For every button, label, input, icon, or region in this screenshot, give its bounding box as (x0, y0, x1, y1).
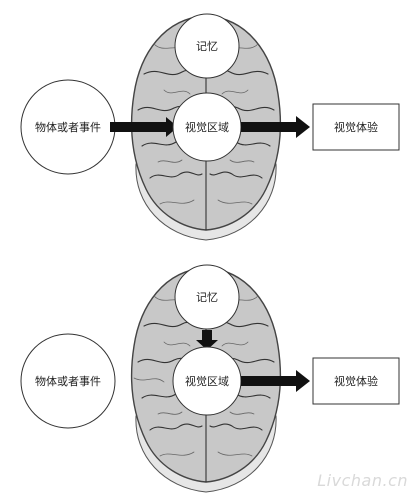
memory-node-bottom (174, 264, 240, 330)
visual-experience-label-top: 视觉体验 (334, 120, 378, 134)
memory-label-top: 记忆 (196, 40, 218, 53)
arrow-visual-to-experience-top (241, 116, 310, 138)
visual-experience-box-top (312, 103, 400, 151)
arrow-memory-to-visual-bottom (196, 330, 218, 350)
diagram-bottom: 记忆 物体或者事件 视觉区域 视觉体验 (20, 264, 400, 493)
object-event-label-bottom: 物体或者事件 (35, 374, 101, 388)
object-event-node-bottom (20, 333, 116, 429)
watermark-text: Livchan.cn (317, 471, 408, 490)
object-event-label-top: 物体或者事件 (35, 120, 101, 134)
visual-area-label-bottom: 视觉区域 (185, 374, 229, 388)
arrow-visual-to-experience-bottom (241, 370, 310, 392)
diagram-top: 记忆 物体或者事件 视觉区域 视觉体验 (20, 13, 400, 241)
memory-node-top (174, 13, 240, 79)
visual-experience-label-bottom: 视觉体验 (334, 374, 378, 388)
visual-area-label-top: 视觉区域 (185, 120, 229, 134)
arrow-object-to-visual-top (110, 117, 178, 137)
memory-label-bottom: 记忆 (196, 291, 218, 304)
visual-experience-box-bottom (312, 357, 400, 405)
